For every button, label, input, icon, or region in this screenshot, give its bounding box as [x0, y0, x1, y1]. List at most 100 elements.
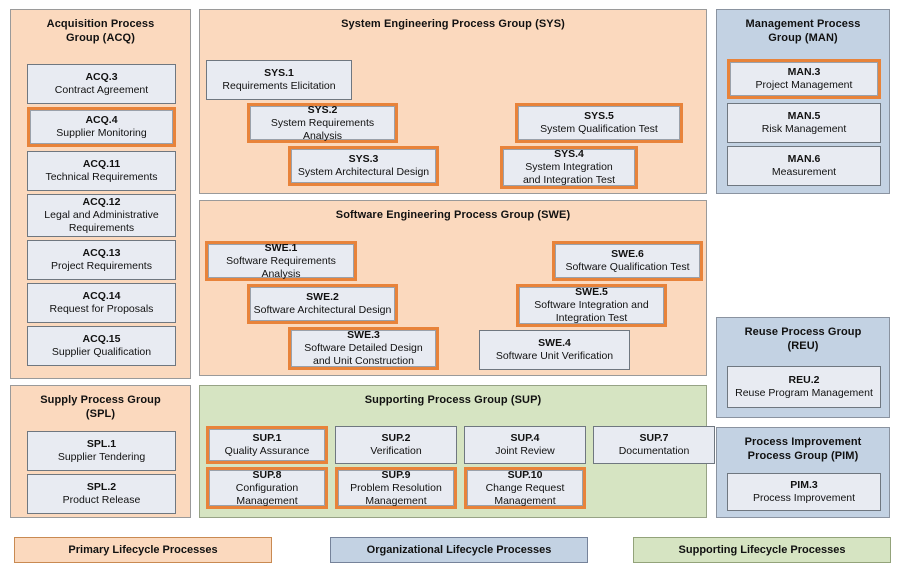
- process-box-swe-6[interactable]: SWE.6 Software Qualification Test: [552, 241, 703, 281]
- process-id: PIM.3: [790, 479, 818, 491]
- group-acq-title: Acquisition Process Group (ACQ): [46, 18, 155, 44]
- process-box-swe-4[interactable]: SWE.4 Software Unit Verification: [479, 330, 630, 370]
- process-box-sup-2[interactable]: SUP.2 Verification: [335, 426, 457, 464]
- process-box-acq-14[interactable]: ACQ.14 Request for Proposals: [27, 283, 176, 323]
- process-id: SYS.4: [554, 148, 584, 160]
- group-reu-title: Reuse Process Group (REU): [744, 326, 862, 352]
- process-box-acq-15[interactable]: ACQ.15 Supplier Qualification: [27, 326, 176, 366]
- process-box-swe-5[interactable]: SWE.5 Software Integration and Integrati…: [516, 284, 667, 327]
- process-box-man-5[interactable]: MAN.5 Risk Management: [727, 103, 881, 143]
- group-pim-title: Process Improvement Process Group (PIM): [744, 436, 862, 462]
- process-id: SYS.1: [264, 67, 294, 79]
- process-id: ACQ.11: [82, 158, 121, 170]
- process-name: Supplier Tendering: [57, 451, 146, 463]
- process-box-swe-2[interactable]: SWE.2 Software Architectural Design: [247, 284, 398, 324]
- process-name: Project Requirements: [51, 260, 152, 272]
- process-name: Contract Agreement: [54, 84, 149, 96]
- process-name: Problem Resolution Management: [350, 481, 442, 507]
- process-name: Software Qualification Test: [565, 261, 690, 273]
- process-id: ACQ.4: [85, 114, 118, 126]
- process-id: SUP.9: [381, 468, 411, 481]
- process-name: Software Detailed Design and Unit Constr…: [304, 342, 423, 367]
- process-box-spl-2[interactable]: SPL.2 Product Release: [27, 474, 176, 514]
- process-box-pim-3[interactable]: PIM.3 Process Improvement: [727, 473, 881, 511]
- process-id: SPL.1: [86, 438, 117, 450]
- process-box-man-6[interactable]: MAN.6 Measurement: [727, 146, 881, 186]
- process-id: SWE.6: [611, 248, 644, 260]
- process-name: Legal and Administrative Requirements: [44, 209, 159, 234]
- process-name: Process Improvement: [752, 492, 856, 504]
- process-box-acq-4[interactable]: ACQ.4 Supplier Monitoring: [27, 107, 176, 147]
- process-box-sys-1[interactable]: SYS.1 Requirements Elicitation: [206, 60, 352, 100]
- process-name: Documentation: [618, 445, 690, 457]
- legend-supporting-lifecycle: Supporting Lifecycle Processes: [633, 537, 891, 563]
- process-id: ACQ.12: [82, 196, 121, 208]
- process-id: SYS.5: [584, 110, 614, 122]
- process-box-acq-11[interactable]: ACQ.11 Technical Requirements: [27, 151, 176, 191]
- legend-organizational-lifecycle: Organizational Lifecycle Processes: [330, 537, 588, 563]
- process-box-swe-1[interactable]: SWE.1 Software Requirements Analysis: [205, 241, 357, 281]
- group-pim: Process Improvement Process Group (PIM) …: [716, 427, 890, 518]
- process-box-acq-12[interactable]: ACQ.12 Legal and Administrative Requirem…: [27, 194, 176, 237]
- process-id: ACQ.13: [82, 247, 121, 259]
- group-swe: Software Engineering Process Group (SWE)…: [199, 200, 707, 376]
- legend-label: Supporting Lifecycle Processes: [678, 544, 846, 556]
- process-name: Request for Proposals: [49, 303, 154, 315]
- process-id: MAN.6: [787, 153, 821, 165]
- process-name: System Requirements Analysis: [270, 116, 375, 142]
- process-id: SWE.4: [538, 337, 571, 349]
- process-name: Software Architectural Design: [253, 304, 392, 316]
- process-id: MAN.5: [787, 110, 821, 122]
- process-id: SYS.3: [348, 153, 379, 165]
- process-name: Requirements Elicitation: [222, 80, 336, 92]
- process-id: MAN.3: [787, 66, 821, 78]
- process-box-sup-10[interactable]: SUP.10 Change Request Management: [464, 467, 586, 509]
- legend-primary-lifecycle: Primary Lifecycle Processes: [14, 537, 272, 563]
- process-box-swe-3[interactable]: SWE.3 Software Detailed Design and Unit …: [288, 327, 439, 370]
- process-name: Reuse Program Management: [735, 387, 873, 399]
- process-name: Supplier Qualification: [51, 346, 152, 358]
- process-id: SWE.2: [306, 291, 339, 303]
- process-name: Technical Requirements: [45, 171, 158, 183]
- process-box-sys-4[interactable]: SYS.4 System Integration and Integration…: [500, 146, 638, 189]
- group-man: Management Process Group (MAN) MAN.3 Pro…: [716, 9, 890, 194]
- group-sys-title: System Engineering Process Group (SYS): [341, 18, 565, 30]
- process-name: System Qualification Test: [540, 123, 658, 135]
- process-id: ACQ.3: [85, 71, 118, 83]
- process-name: Quality Assurance: [224, 445, 310, 457]
- process-id: ACQ.14: [82, 290, 121, 302]
- process-box-man-3[interactable]: MAN.3 Project Management: [727, 59, 881, 99]
- process-id: SUP.1: [252, 432, 282, 444]
- process-name: Software Unit Verification: [495, 350, 614, 362]
- process-id: SUP.8: [252, 468, 282, 481]
- process-box-sup-9[interactable]: SUP.9 Problem Resolution Management: [335, 467, 457, 509]
- process-name: Configuration Management: [235, 481, 299, 507]
- process-box-sup-7[interactable]: SUP.7 Documentation: [593, 426, 715, 464]
- process-name: Software Requirements Analysis: [226, 254, 336, 280]
- group-spl-title: Supply Process Group (SPL): [40, 394, 161, 420]
- process-box-reu-2[interactable]: REU.2 Reuse Program Management: [727, 366, 881, 408]
- group-sup-title: Supporting Process Group (SUP): [364, 394, 542, 406]
- process-name: Risk Management: [761, 123, 847, 135]
- process-id: SWE.3: [347, 329, 380, 341]
- process-box-sys-5[interactable]: SYS.5 System Qualification Test: [515, 103, 683, 143]
- process-name: Project Management: [755, 79, 853, 91]
- legend-label: Primary Lifecycle Processes: [68, 544, 218, 556]
- process-name: Software Integration and Integration Tes…: [534, 299, 649, 324]
- process-box-sys-3[interactable]: SYS.3 System Architectural Design: [288, 146, 439, 186]
- process-box-acq-3[interactable]: ACQ.3 Contract Agreement: [27, 64, 176, 104]
- process-box-sup-1[interactable]: SUP.1 Quality Assurance: [206, 426, 328, 464]
- group-spl: Supply Process Group (SPL) SPL.1 Supplie…: [10, 385, 191, 518]
- process-box-sys-2[interactable]: SYS.2 System Requirements Analysis: [247, 103, 398, 143]
- process-id: REU.2: [788, 374, 820, 386]
- process-name: System Architectural Design: [297, 166, 430, 178]
- group-man-title: Management Process Group (MAN): [745, 18, 861, 44]
- process-name: Supplier Monitoring: [56, 127, 147, 139]
- process-box-sup-4[interactable]: SUP.4 Joint Review: [464, 426, 586, 464]
- process-box-sup-8[interactable]: SUP.8 Configuration Management: [206, 467, 328, 509]
- process-box-spl-1[interactable]: SPL.1 Supplier Tendering: [27, 431, 176, 471]
- process-box-acq-13[interactable]: ACQ.13 Project Requirements: [27, 240, 176, 280]
- process-name: Verification: [370, 445, 422, 457]
- process-id: SWE.1: [264, 241, 298, 254]
